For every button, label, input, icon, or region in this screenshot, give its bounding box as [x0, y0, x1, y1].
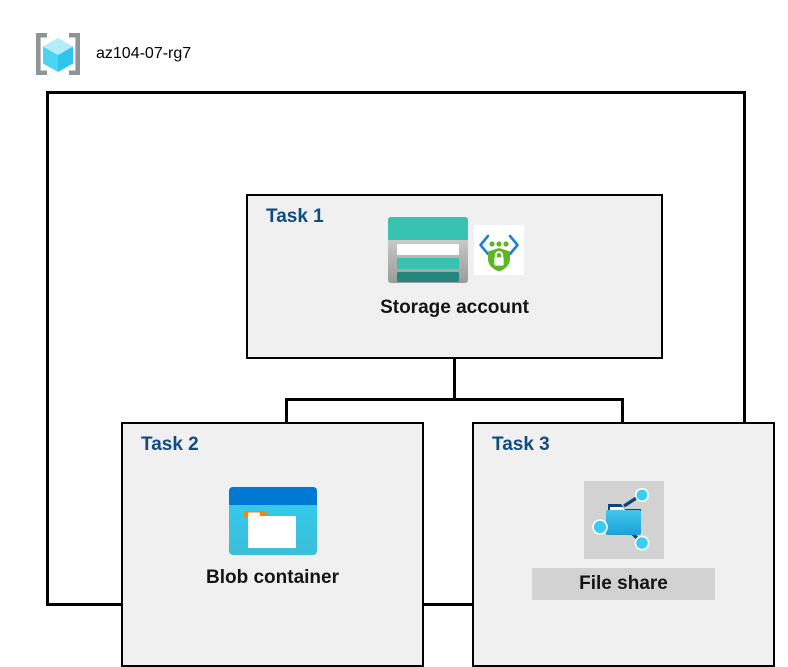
resource-group-cube-icon	[36, 33, 80, 75]
resource-group-container: Task 1	[46, 91, 775, 667]
storage-account-icon-group	[386, 214, 524, 286]
connector-horizontal-bar	[285, 398, 624, 401]
task-panel-3: Task 3	[472, 422, 775, 667]
file-share-icon-group	[583, 481, 664, 559]
resource-group-name: az104-07-rg7	[96, 45, 192, 62]
task-panel-1: Task 1	[246, 194, 663, 359]
node-blob-container[interactable]: Blob container	[123, 486, 422, 591]
task-panel-2: Task 2	[121, 422, 424, 667]
task-label-2: Task 2	[141, 434, 199, 455]
node-caption-blob-container: Blob container	[205, 567, 339, 588]
task-label-3: Task 3	[492, 434, 550, 455]
storage-account-icon	[387, 217, 468, 283]
node-caption-file-share: File share	[532, 568, 715, 600]
secure-endpoint-shield-icon	[473, 225, 524, 275]
blob-container-icon	[228, 487, 317, 555]
node-storage-account[interactable]: Storage account	[248, 214, 661, 321]
task-label-1: Task 1	[266, 206, 324, 227]
blob-container-icon-group	[228, 486, 318, 556]
node-file-share[interactable]: File share	[474, 481, 773, 600]
connector-trunk	[453, 318, 456, 400]
resource-group-header: az104-07-rg7	[32, 28, 191, 80]
node-caption-storage-account: Storage account	[380, 297, 529, 318]
file-share-icon	[591, 488, 649, 551]
